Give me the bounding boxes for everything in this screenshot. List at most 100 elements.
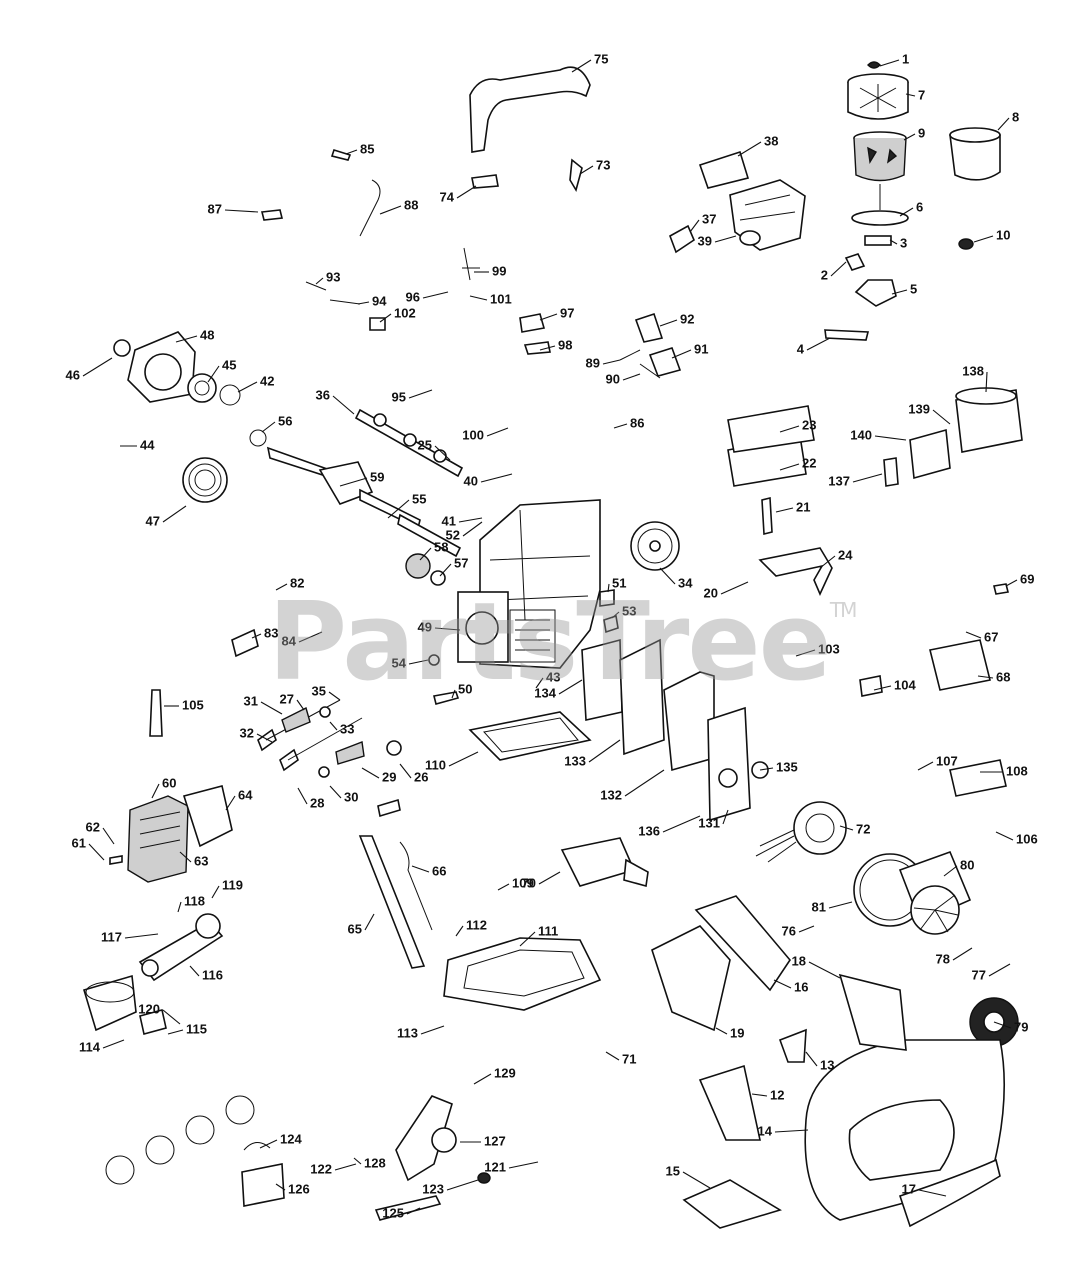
leader-line-56 <box>261 421 276 433</box>
leader-line-96 <box>422 291 449 299</box>
callout-121: 121 <box>484 1159 506 1174</box>
callout-68: 68 <box>996 669 1010 684</box>
callout-55: 55 <box>412 491 426 506</box>
leader-line-15 <box>682 1171 711 1189</box>
leader-line-55 <box>387 499 410 519</box>
callout-115: 115 <box>186 1021 207 1036</box>
leader-line-77 <box>988 963 1011 977</box>
leader-line-137 <box>852 473 883 483</box>
crankshaft <box>266 446 462 558</box>
callout-139: 139 <box>908 401 930 416</box>
callout-128: 128 <box>364 1155 386 1170</box>
leader-line-16 <box>773 979 792 989</box>
callout-77: 77 <box>972 967 986 982</box>
callout-30: 30 <box>344 789 358 804</box>
callout-104: 104 <box>894 677 916 692</box>
callout-140: 140 <box>850 427 872 442</box>
callout-13: 13 <box>820 1057 834 1072</box>
leader-line-45 <box>207 365 220 383</box>
leader-line-133 <box>588 739 621 763</box>
callout-109: 109 <box>512 875 534 890</box>
callout-1: 1 <box>902 51 909 66</box>
leader-line-57 <box>439 563 452 577</box>
callout-65: 65 <box>348 921 362 936</box>
callout-89: 89 <box>586 355 600 370</box>
callout-92: 92 <box>680 311 694 326</box>
callout-60: 60 <box>162 775 176 790</box>
leader-line-22 <box>779 463 800 471</box>
callout-119: 119 <box>222 877 243 892</box>
leader-line-21 <box>775 507 794 513</box>
leader-line-36 <box>332 395 355 415</box>
leader-line-17 <box>918 1189 947 1197</box>
leader-line-89 <box>602 359 621 365</box>
leader-line-78 <box>952 947 973 961</box>
leader-line-76 <box>798 925 815 933</box>
callout-14: 14 <box>758 1123 773 1138</box>
callout-114: 114 <box>79 1039 101 1054</box>
leader-line-64 <box>225 795 236 811</box>
leader-line-32 <box>256 733 273 743</box>
leader-line-118 <box>177 901 182 913</box>
callout-63: 63 <box>194 853 208 868</box>
leader-line-124 <box>259 1139 278 1149</box>
leader-line-41 <box>458 517 483 523</box>
callout-48: 48 <box>200 327 214 342</box>
connecting-rod <box>138 913 224 982</box>
callout-8: 8 <box>1012 109 1019 124</box>
leader-line-28 <box>297 787 308 805</box>
starter-motor <box>560 837 649 888</box>
leader-line-117 <box>124 933 159 939</box>
callout-69: 69 <box>1020 571 1034 586</box>
spark-plug <box>149 628 259 737</box>
callout-23: 23 <box>802 417 816 432</box>
leader-line-123 <box>446 1179 479 1191</box>
callout-74: 74 <box>440 189 455 204</box>
callout-labels: 1234567891012131415161718192021222324252… <box>66 51 1038 1220</box>
callout-78: 78 <box>936 951 950 966</box>
leader-line-7 <box>905 93 916 97</box>
leader-line-100 <box>486 427 509 437</box>
callout-50: 50 <box>458 681 472 696</box>
callout-36: 36 <box>316 387 330 402</box>
callout-90: 90 <box>606 371 620 386</box>
callout-16: 16 <box>794 979 808 994</box>
exhaust-manifold <box>469 66 591 193</box>
callout-2: 2 <box>821 267 828 282</box>
callout-101: 101 <box>490 291 512 306</box>
leader-line-134 <box>558 679 583 695</box>
callout-21: 21 <box>796 499 810 514</box>
callout-97: 97 <box>560 305 574 320</box>
callout-81: 81 <box>812 899 826 914</box>
callout-51: 51 <box>612 575 626 590</box>
callout-32: 32 <box>240 725 254 740</box>
leader-line-14 <box>774 1129 809 1133</box>
engine-block <box>457 499 601 669</box>
callout-41: 41 <box>442 513 456 528</box>
callout-95: 95 <box>392 389 406 404</box>
callout-47: 47 <box>146 513 160 528</box>
callout-117: 117 <box>101 929 122 944</box>
leader-line-87 <box>224 209 259 213</box>
callout-66: 66 <box>432 863 446 878</box>
leader-line-140 <box>874 435 907 441</box>
callout-35: 35 <box>312 683 326 698</box>
leader-line-19 <box>715 1027 728 1035</box>
leader-line-49 <box>434 627 461 631</box>
leader-line-74 <box>456 185 477 199</box>
callout-15: 15 <box>666 1163 680 1178</box>
leader-line-66 <box>411 865 430 873</box>
valve-assembly <box>257 699 402 778</box>
cylinder-head <box>109 785 233 883</box>
callout-82: 82 <box>290 575 304 590</box>
leader-line-20 <box>720 581 749 595</box>
callout-29: 29 <box>382 769 396 784</box>
leader-line-59 <box>339 477 368 487</box>
leader-line-67 <box>965 631 982 639</box>
callout-22: 22 <box>802 455 816 470</box>
callout-75: 75 <box>594 51 608 66</box>
leader-line-9 <box>903 133 916 141</box>
leader-line-65 <box>364 913 375 931</box>
callout-26: 26 <box>414 769 428 784</box>
